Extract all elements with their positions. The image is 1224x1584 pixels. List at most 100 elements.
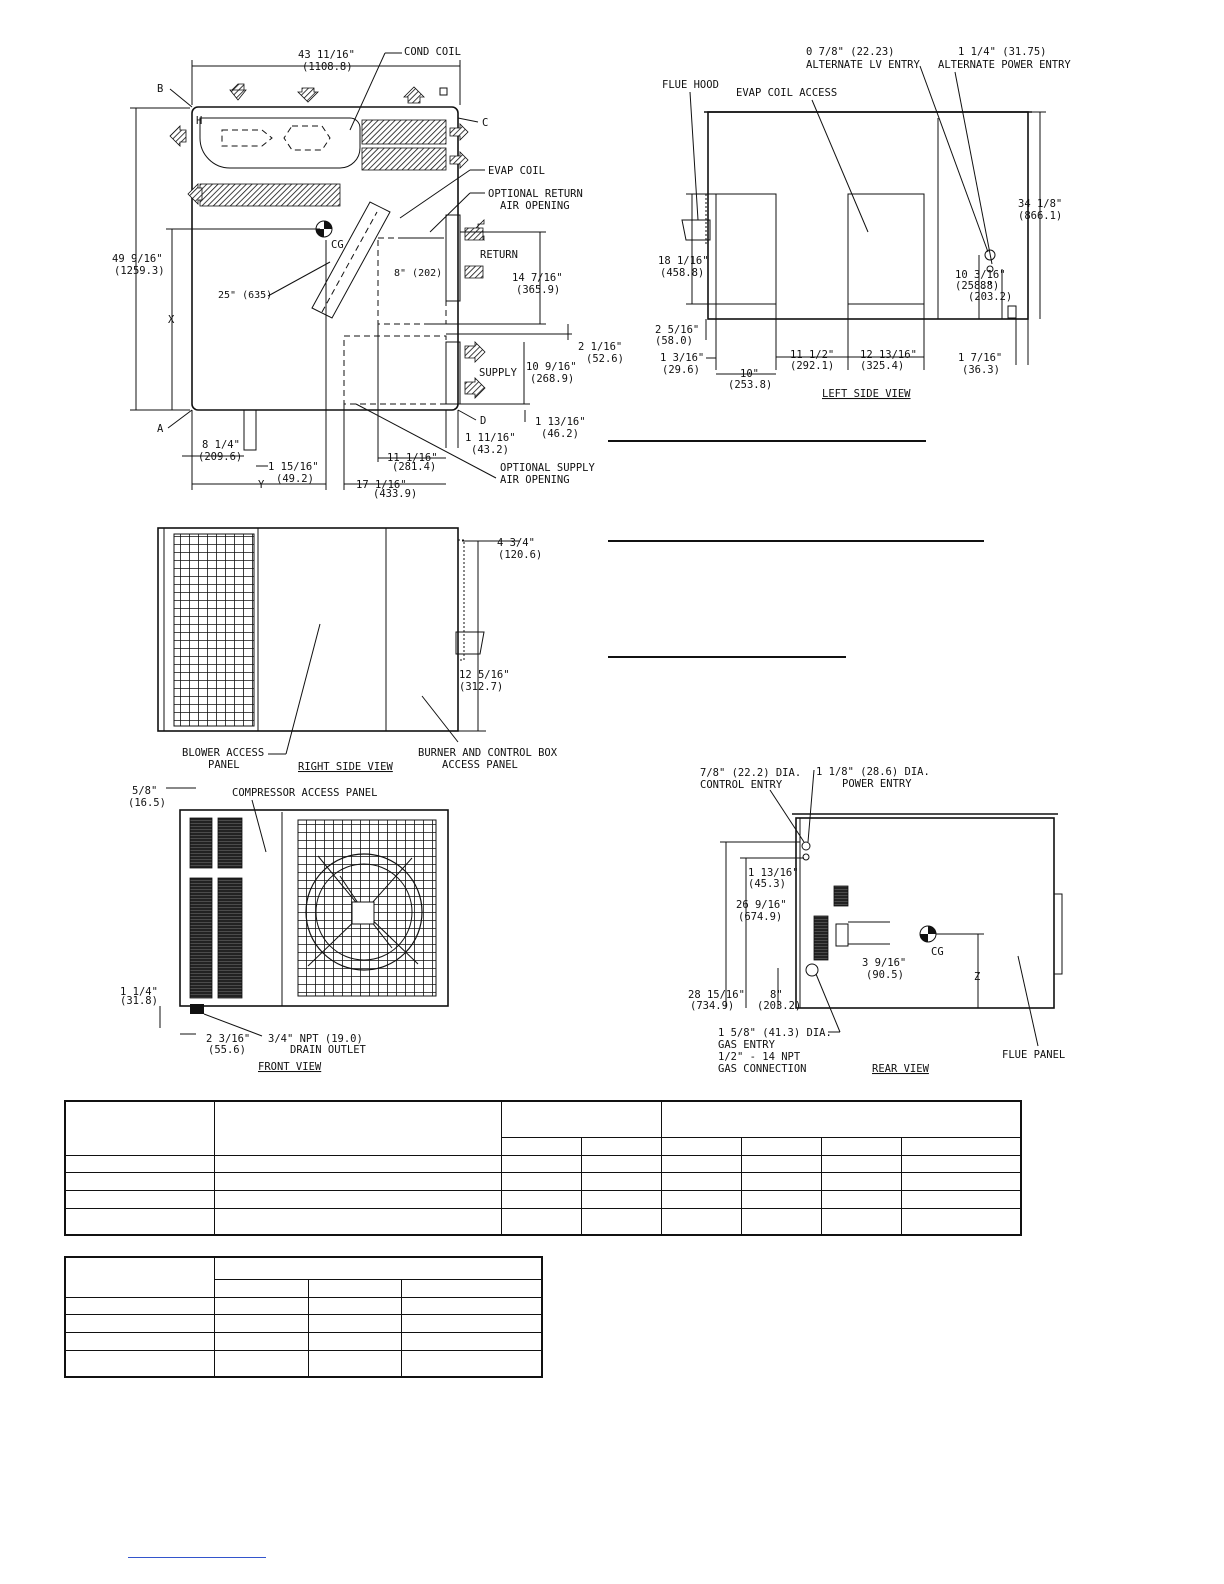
rs-dim-12-mm: (312.7) [459, 681, 503, 693]
corner-c: C [482, 117, 488, 129]
table-header-cell [501, 1100, 662, 1138]
dim-8-14: 8 1/4" [202, 439, 240, 451]
gas-dia-label: 1 5/8" (41.3) DIA. [718, 1027, 832, 1039]
rear-view-title: REAR VIEW [872, 1063, 930, 1075]
dim-2: 2 1/16" [578, 341, 622, 353]
right-side-view: 4 3/4" (120.6) 12 5/16" (312.7) BLOWER A… [157, 527, 558, 773]
opt-supply-label-2: AIR OPENING [500, 474, 570, 486]
top-view: 43 11/16" (1108.8) COND COIL B C H EVAP … [112, 46, 624, 500]
dim-1-3-mm: (29.6) [662, 364, 700, 376]
dim-10-mm: (268.9) [530, 373, 574, 385]
table-row [64, 1349, 543, 1378]
dim-11-left-mm: (292.1) [790, 360, 834, 372]
table-row [64, 1314, 543, 1334]
dim-1-3: 1 3/16" [660, 352, 704, 364]
dim-14-mm: (365.9) [516, 284, 560, 296]
table-header-cell [214, 1256, 543, 1280]
rv-dim-26: 26 9/16" [736, 899, 787, 911]
dim-12-left-mm: (325.4) [860, 360, 904, 372]
flue-panel-label: FLUE PANEL [1002, 1049, 1065, 1061]
dim-25: 25" (635) [218, 290, 272, 301]
dim-1-11-mm: (43.2) [471, 444, 509, 456]
opt-return-label-2: AIR OPENING [500, 200, 570, 212]
top-height-dim-mm: (1259.3) [114, 265, 165, 277]
corner-h: H [196, 115, 202, 127]
fv-dim-2-3: 2 3/16" [206, 1033, 250, 1045]
left-side-view-title: LEFT SIDE VIEW [822, 388, 911, 400]
dim-14: 14 7/16" [512, 272, 563, 284]
dim-18-mm: (458.8) [660, 267, 704, 279]
table-subheader-cell [900, 1136, 1022, 1156]
control-entry-label: CONTROL ENTRY [700, 779, 783, 791]
dim-10: 10 9/16" [526, 361, 577, 373]
power-entry-label: ALTERNATE POWER ENTRY [938, 59, 1071, 71]
dim-11-mm: (281.4) [392, 461, 436, 473]
table-subheader-cell [401, 1278, 543, 1298]
table-row [64, 1332, 543, 1351]
section-rule-2 [608, 540, 984, 542]
corner-d: D [480, 415, 486, 427]
dim-11-left: 11 1/2" [790, 349, 834, 361]
table-subheader-cell [501, 1136, 582, 1156]
power-entry-label: POWER ENTRY [842, 778, 912, 790]
dim-17: 17 1/16" [356, 479, 407, 491]
rv-dim-28-mm: (734.9) [690, 1000, 734, 1012]
fv-dim-5-8: 5/8" [132, 785, 157, 797]
table-header-cell [64, 1100, 215, 1156]
fv-dim-2-3-mm: (55.6) [208, 1044, 246, 1056]
dim-1-11: 1 11/16" [465, 432, 516, 444]
corner-a: A [157, 423, 164, 435]
fv-dim-1-1: 1 1/4" [120, 986, 158, 998]
lv-entry-dim: 0 7/8" (22.23) [806, 46, 895, 58]
right-side-view-title: RIGHT SIDE VIEW [298, 761, 394, 773]
lv-entry-label: ALTERNATE LV ENTRY [806, 59, 920, 71]
dim-1-15-mm: (49.2) [276, 473, 314, 485]
dim-1-7-mm: (36.3) [962, 364, 1000, 376]
gas-entry-label: GAS ENTRY [718, 1039, 776, 1051]
table-header-cell [64, 1256, 215, 1298]
front-view-title: FRONT VIEW [258, 1061, 322, 1073]
left-side-view: 0 7/8" (22.23) ALTERNATE LV ENTRY 1 1/4"… [655, 46, 1071, 400]
rv-dim-1-13: 1 13/16" [748, 867, 799, 879]
rv-dim-1-13-mm: (45.3) [748, 878, 786, 890]
table-subheader-cell [660, 1136, 742, 1156]
dim-10-3-mm: (258.8) [955, 280, 999, 292]
z-label: Z [974, 971, 980, 983]
table-row [64, 1172, 1022, 1192]
rv-dim-26-mm: (674.9) [738, 911, 782, 923]
left-dim-8-mm: (203.2) [968, 291, 1012, 303]
table-subheader-cell [214, 1278, 309, 1298]
opt-supply-label-1: OPTIONAL SUPPLY [500, 462, 596, 474]
supply-label: SUPPLY [479, 367, 518, 379]
dim-2-mm: (52.6) [586, 353, 624, 365]
rv-dim-3-9-mm: (90.5) [866, 969, 904, 981]
burner-label-1: BURNER AND CONTROL BOX [418, 747, 558, 759]
drain-label-2: DRAIN OUTLET [290, 1044, 367, 1056]
section-rule-3 [608, 656, 846, 658]
left-height-dim-mm: (866.1) [1018, 210, 1062, 222]
left-dim-8: 8" [980, 280, 993, 292]
fv-dim-1-1-mm: (31.8) [120, 995, 158, 1007]
table-row [64, 1190, 1022, 1209]
table-header-cell [214, 1100, 502, 1156]
fv-dim-5-8-mm: (16.5) [128, 797, 166, 809]
control-dim: 7/8" (22.2) DIA. [700, 767, 801, 779]
top-cg-label: CG [331, 239, 344, 251]
compressor-label: COMPRESSOR ACCESS PANEL [232, 787, 377, 799]
table-subheader-cell [820, 1136, 902, 1156]
rs-dim-4: 4 3/4" [497, 537, 535, 549]
dim-8-14-mm: (209.6) [198, 451, 242, 463]
footer-link-rule[interactable] [128, 1557, 266, 1558]
table-subheader-cell [580, 1136, 662, 1156]
table-header-cell [660, 1100, 1022, 1138]
dim-11: 11 1/16" [387, 452, 438, 464]
table-row [64, 1154, 1022, 1174]
dim-1-7: 1 7/16" [958, 352, 1002, 364]
cond-coil-label: COND COIL [404, 46, 461, 58]
blower-label-1: BLOWER ACCESS [182, 747, 264, 759]
rear-view: CG 7/8" (22.2) DIA. CONTROL ENTRY 1 1/8"… [688, 766, 1065, 1075]
dim-1-13-mm: (46.2) [541, 428, 579, 440]
dim-17-mm: (433.9) [373, 488, 417, 500]
table-row [64, 1207, 1022, 1236]
table-subheader-cell [307, 1278, 403, 1298]
